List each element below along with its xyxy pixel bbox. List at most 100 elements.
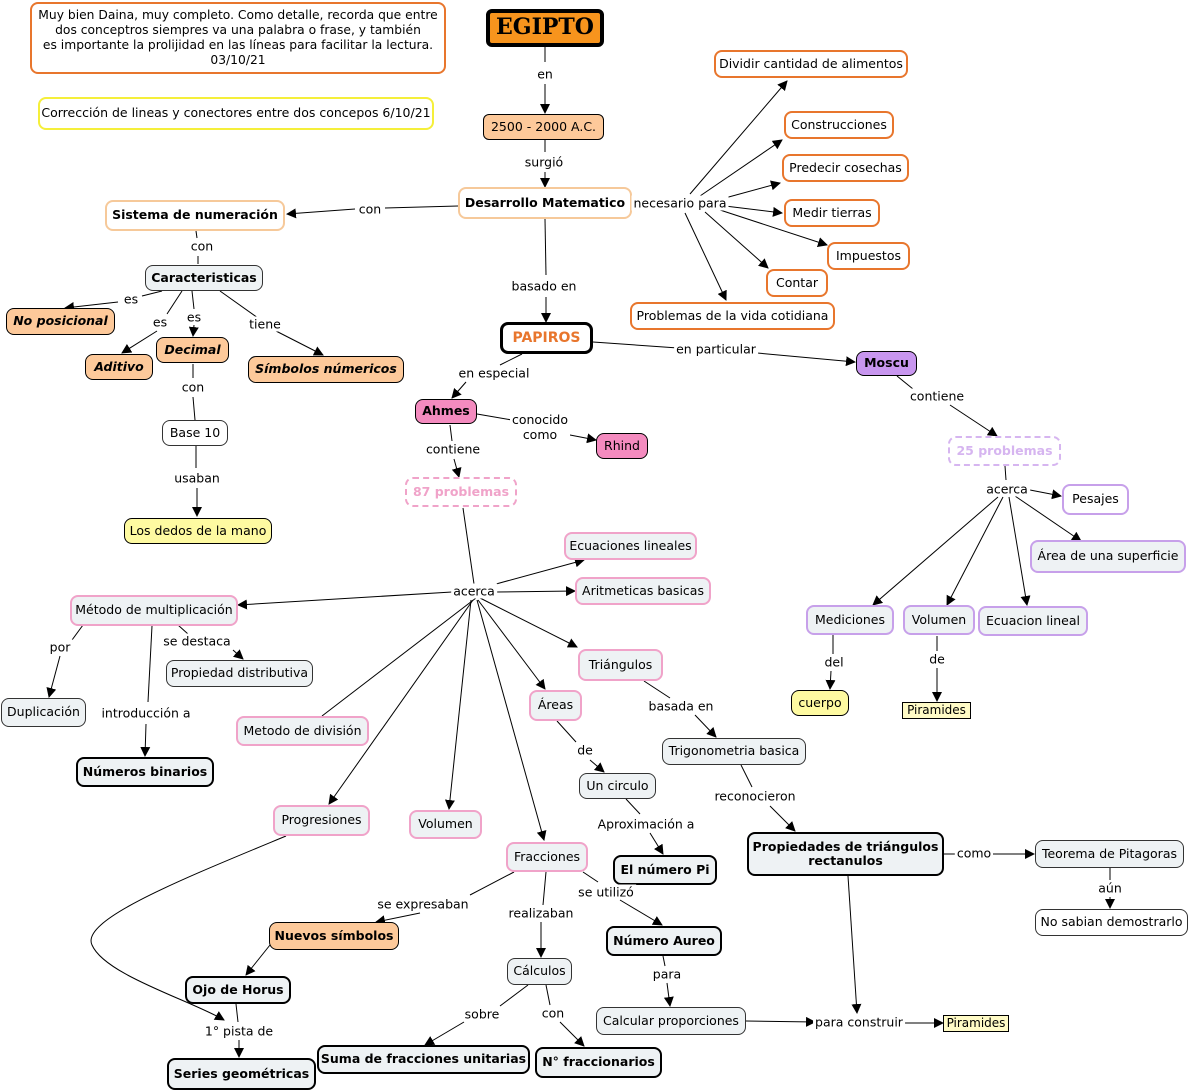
link-aproximacion-a: Aproximación a (595, 816, 697, 832)
node-piramides-construir[interactable]: Piramides (943, 1015, 1009, 1032)
link-pista-de: 1° pista de (202, 1023, 276, 1039)
link-por: por (47, 639, 73, 655)
link-realizaban: realizaban (506, 905, 576, 921)
correction-note: Corrección de lineas y conectores entre … (38, 97, 434, 130)
node-areas[interactable]: Áreas (529, 690, 582, 721)
node-mediciones[interactable]: Mediciones (806, 605, 894, 635)
node-un-circulo[interactable]: Un circulo (579, 773, 656, 799)
link-necesario-para: necesario para (631, 195, 729, 211)
node-ojo-horus[interactable]: Ojo de Horus (185, 976, 291, 1004)
node-triangulos[interactable]: Triángulos (578, 649, 663, 681)
node-volumen-ahmes[interactable]: Volumen (409, 810, 482, 839)
node-papiros[interactable]: PAPIROS (500, 322, 593, 354)
link-con-base10: con (179, 379, 207, 395)
node-no-sabian-demostrarlo[interactable]: No sabian demostrarlo (1035, 909, 1188, 936)
node-egipto[interactable]: EGIPTO (486, 9, 604, 47)
node-teorema-pitagoras[interactable]: Teorema de Pitagoras (1035, 840, 1184, 868)
node-numero-aureo[interactable]: Número Aureo (606, 926, 722, 956)
link-con-sistema: con (356, 201, 384, 217)
link-contiene-87: contiene (423, 441, 483, 457)
node-impuestos[interactable]: Impuestos (827, 242, 910, 270)
node-trigonometria-basica[interactable]: Trigonometria basica (662, 738, 806, 765)
link-como: como (954, 845, 994, 861)
link-en-especial: en especial (456, 365, 532, 381)
node-duplicacion[interactable]: Duplicación (1, 698, 86, 727)
link-se-expresaban: se expresaban (375, 896, 471, 912)
node-dividir-alimentos[interactable]: Dividir cantidad de alimentos (714, 50, 908, 78)
node-rhind[interactable]: Rhind (596, 433, 648, 459)
node-date[interactable]: 2500 - 2000 A.C. (483, 114, 604, 140)
link-surgio: surgió (522, 154, 566, 170)
link-de-piramides: de (927, 651, 947, 667)
node-87-problemas[interactable]: 87 problemas (405, 477, 517, 507)
link-es-aditivo: es (150, 314, 170, 330)
node-volumen-moscu[interactable]: Volumen (903, 605, 975, 635)
node-medir-tierras[interactable]: Medir tierras (784, 199, 880, 227)
node-aditivo[interactable]: Aditivo (85, 354, 153, 380)
link-sobre: sobre (462, 1006, 502, 1022)
node-sistema-numeracion[interactable]: Sistema de numeración (105, 200, 285, 231)
node-25-problemas[interactable]: 25 problemas (948, 436, 1061, 466)
node-ahmes[interactable]: Ahmes (415, 399, 477, 424)
node-suma-fracciones[interactable]: Suma de fracciones unitarias (317, 1045, 530, 1074)
link-basada-en: basada en (646, 698, 716, 714)
node-predecir-cosechas[interactable]: Predecir cosechas (782, 154, 909, 182)
node-no-posicional[interactable]: No posicional (6, 308, 115, 335)
link-para: para (650, 966, 684, 982)
link-se-destaca: se destaca (161, 633, 233, 649)
node-caracteristicas[interactable]: Caracteristicas (145, 265, 263, 291)
node-fracciones[interactable]: Fracciones (506, 842, 588, 872)
link-para-construir: para construir (813, 1014, 905, 1030)
node-cuerpo[interactable]: cuerpo (791, 690, 849, 716)
node-dedos-mano[interactable]: Los dedos de la mano (124, 518, 272, 544)
node-problemas-vida-cotidiana[interactable]: Problemas de la vida cotidiana (630, 302, 835, 330)
link-aun: aún (1096, 880, 1124, 896)
link-de-circulo: de (575, 742, 595, 758)
node-numeros-fraccionarios[interactable]: N° fraccionarios (535, 1047, 662, 1078)
node-series-geometricas[interactable]: Series geométricas (167, 1058, 316, 1090)
link-reconocieron: reconocieron (712, 788, 798, 804)
link-contiene-25: contiene (907, 388, 967, 404)
node-area-superficie[interactable]: Área de una superficie (1030, 540, 1186, 573)
node-numero-pi[interactable]: El número Pi (613, 855, 717, 885)
link-introduccion-a: introducción a (99, 705, 193, 721)
node-piramides-volumen[interactable]: Piramides (902, 702, 971, 719)
teacher-comment-note: Muy bien Daina, muy completo. Como detal… (30, 2, 446, 74)
link-es-decimal: es (184, 309, 204, 325)
link-conocido-como: conocido como (509, 412, 571, 442)
node-metodo-multiplicacion[interactable]: Método de multiplicación (70, 595, 238, 626)
node-progresiones[interactable]: Progresiones (273, 805, 370, 836)
link-acerca-87: acerca (451, 583, 497, 599)
link-con-caracteristicas: con (188, 238, 216, 254)
node-ecuacion-lineal[interactable]: Ecuacion lineal (978, 606, 1088, 636)
node-ecuaciones-lineales[interactable]: Ecuaciones lineales (564, 532, 697, 560)
node-numeros-binarios[interactable]: Números binarios (76, 757, 214, 787)
node-simbolos-numericos[interactable]: Símbolos númericos (248, 356, 404, 383)
node-pesajes[interactable]: Pesajes (1062, 484, 1129, 515)
node-calcular-proporciones[interactable]: Calcular proporciones (596, 1007, 746, 1035)
link-en-particular: en particular (674, 341, 758, 357)
node-aritmeticas-basicas[interactable]: Aritmeticas basicas (575, 577, 711, 605)
node-metodo-division[interactable]: Metodo de división (236, 716, 369, 746)
node-propiedades-triangulos[interactable]: Propiedades de triángulos rectanulos (747, 832, 944, 876)
link-es-no-posicional: es (121, 291, 141, 307)
link-usaban: usaban (172, 470, 222, 486)
node-nuevos-simbolos[interactable]: Nuevos símbolos (269, 922, 399, 950)
link-con-fraccionarios: con (539, 1005, 567, 1021)
node-base-10[interactable]: Base 10 (162, 420, 228, 446)
node-calculos[interactable]: Cálculos (507, 958, 572, 985)
node-moscu[interactable]: Moscu (856, 351, 917, 376)
node-construcciones[interactable]: Construcciones (784, 111, 894, 139)
link-en: en (535, 66, 555, 82)
node-propiedad-distributiva[interactable]: Propiedad distributiva (166, 660, 313, 687)
link-del: del (822, 654, 846, 670)
node-desarrollo-matematico[interactable]: Desarrollo Matematico (458, 187, 632, 219)
node-contar[interactable]: Contar (766, 269, 828, 297)
link-se-utilizo: se utilizó (576, 884, 636, 900)
node-decimal[interactable]: Decimal (156, 337, 229, 363)
link-tiene: tiene (247, 316, 283, 332)
link-acerca-25: acerca (984, 481, 1030, 497)
link-basado-en: basado en (509, 278, 579, 294)
